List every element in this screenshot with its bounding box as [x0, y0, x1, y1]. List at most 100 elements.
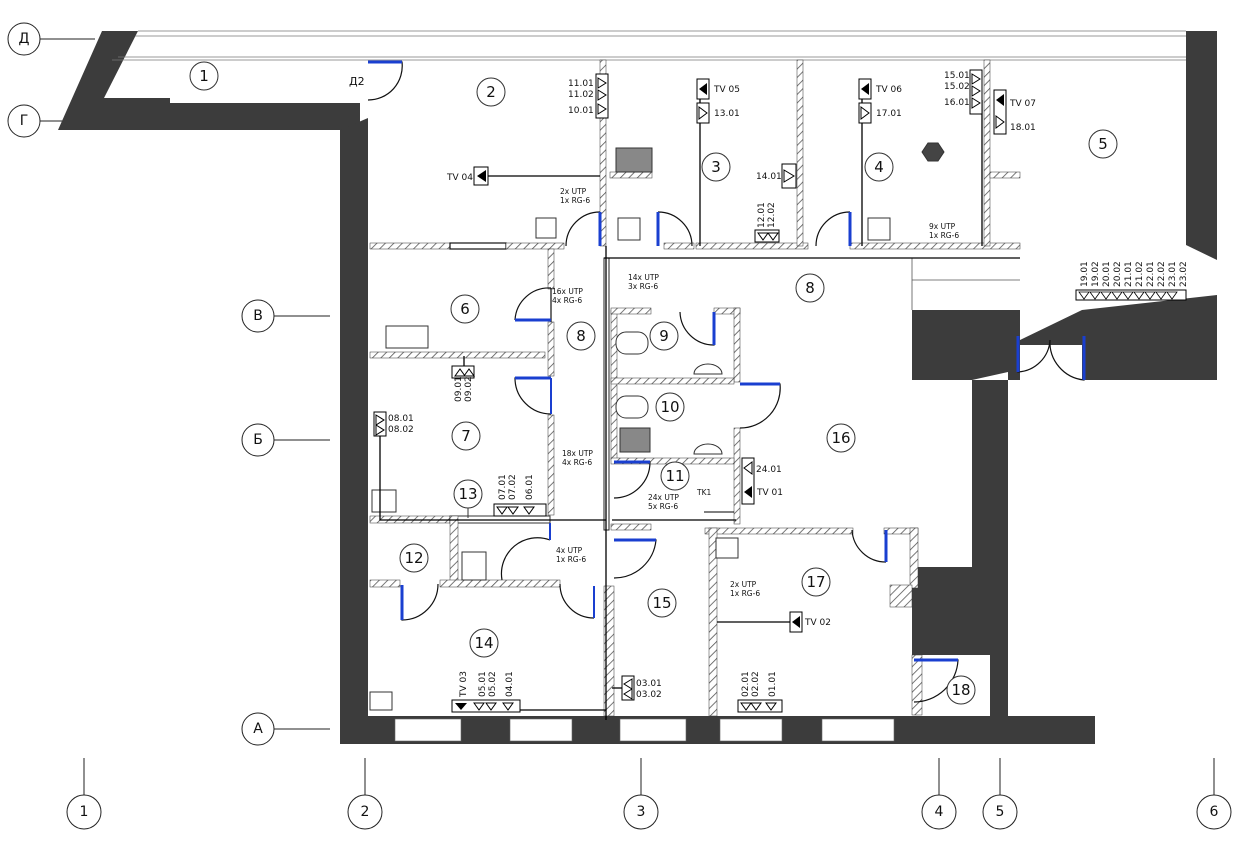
axis-label-col: 1	[80, 804, 89, 820]
utility-fixture	[615, 147, 653, 173]
outer-walls	[58, 31, 1217, 744]
port-label: 07.01	[498, 474, 508, 500]
rack-port: 19.02	[1091, 261, 1101, 287]
axis-label-row: Д	[19, 31, 30, 47]
axis-row-markers: Д Г В Б А	[7, 22, 275, 746]
cable-label: 4x UTP	[556, 546, 583, 555]
port-label: 12.01	[757, 202, 767, 228]
cable-label: 9x UTP	[929, 222, 956, 231]
room-number: 14	[474, 634, 493, 652]
port-label: 15.02	[944, 82, 970, 92]
room-number: 9	[659, 327, 669, 345]
room-number: 10	[660, 398, 679, 416]
port-label: 17.01	[876, 109, 902, 119]
cable-label: 16x UTP	[552, 287, 583, 296]
wc-sink	[693, 363, 723, 375]
room-number: 2	[486, 83, 496, 101]
room-markers: 1 2 3 4 5 6 7 8 8 9 10 11 12 13 14 15 16…	[189, 61, 1118, 705]
doors	[367, 60, 1086, 703]
top-window-band	[112, 30, 1186, 61]
room-number: 17	[806, 573, 825, 591]
cable-label: 1x RG-6	[556, 555, 586, 564]
double-sink	[385, 325, 429, 349]
wc-sink	[693, 443, 723, 455]
tv-label: TV 07	[1009, 99, 1036, 109]
tv-label: TV 02	[804, 618, 831, 628]
fixtures	[369, 142, 945, 711]
door-tag: Д2	[349, 75, 365, 88]
port-label: 15.01	[944, 71, 970, 81]
tv-label: TV 03	[459, 671, 469, 698]
cable-label: 2x UTP	[730, 580, 757, 589]
sink	[617, 217, 641, 241]
cable-label: 3x RG-6	[628, 282, 658, 291]
port-label: 12.02	[767, 202, 777, 228]
port-label: 14.01	[756, 172, 782, 182]
axis-label-col: 3	[637, 804, 646, 820]
room-number: 7	[461, 427, 471, 445]
room-number: 5	[1098, 135, 1108, 153]
sink	[867, 217, 891, 241]
axis-label-col: 4	[935, 804, 944, 820]
port-label: 16.01	[944, 98, 970, 108]
axis-label-row: В	[253, 308, 263, 324]
port-label: 11.02	[568, 90, 594, 100]
axis-label-col: 2	[361, 804, 370, 820]
axis-label-row: Г	[20, 113, 29, 129]
cable-label: 24x UTP	[648, 493, 679, 502]
room-number: 8	[805, 279, 815, 297]
rack-port: 20.02	[1113, 261, 1123, 287]
port-label: 03.02	[636, 690, 662, 700]
room-number: 18	[951, 681, 970, 699]
outlet-symbols	[373, 69, 1187, 713]
port-label: 07.02	[508, 474, 518, 500]
rack-port: 22.02	[1157, 261, 1167, 287]
rack-port: 20.01	[1102, 261, 1112, 287]
bottom-windows	[394, 718, 895, 742]
cable-label: 5x RG-6	[648, 502, 678, 511]
port-label: 13.01	[714, 109, 740, 119]
rack-port: 21.02	[1135, 261, 1145, 287]
cable-label: 18x UTP	[562, 449, 593, 458]
sink	[461, 551, 487, 581]
rack-port: 23.01	[1168, 261, 1178, 287]
tv-labels: TV 04 TV 05 TV 06 TV 07 TV 01 TV 02 TV 0…	[446, 85, 1036, 698]
rack-port: 21.01	[1124, 261, 1134, 287]
port-labels: 11.01 11.02 10.01 13.01 14.01 12.01 12.0…	[388, 71, 1036, 700]
axis-label-row: Б	[253, 432, 263, 448]
axis-label-col: 5	[996, 804, 1005, 820]
room-number: 16	[831, 429, 850, 447]
port-label: 05.02	[488, 671, 498, 697]
toilet	[615, 331, 649, 355]
tv-label: TV 05	[713, 85, 740, 95]
cable-label: 1x RG-6	[730, 589, 760, 598]
room-number: 12	[404, 549, 423, 567]
room-number: 4	[874, 158, 884, 176]
room-number: 8	[576, 327, 586, 345]
port-label: 09.01	[454, 376, 464, 402]
port-label: 01.01	[768, 671, 778, 697]
cable-label: 4x RG-6	[562, 458, 592, 467]
rack-port: 19.01	[1080, 261, 1090, 287]
column-fixture	[921, 142, 945, 162]
room-number: 13	[458, 485, 477, 503]
axis-grid	[39, 38, 1215, 795]
cable-labels: 2x UTP 1x RG-6 9x UTP 1x RG-6 14x UTP 3x…	[552, 187, 959, 598]
sink	[535, 217, 557, 239]
port-label: 06.01	[525, 474, 535, 500]
port-label: 08.01	[388, 414, 414, 424]
cable-label: 1x RG-6	[560, 196, 590, 205]
port-label: 10.01	[568, 106, 594, 116]
cable-label: 1x RG-6	[929, 231, 959, 240]
tv-label: TV 06	[875, 85, 902, 95]
port-label: 24.01	[756, 465, 782, 475]
cable-label: 4x RG-6	[552, 296, 582, 305]
port-label: 09.02	[464, 376, 474, 402]
axis-label-row: А	[253, 721, 263, 737]
cable-label: 14x UTP	[628, 273, 659, 282]
port-label: 08.02	[388, 425, 414, 435]
room-number: 1	[199, 67, 209, 85]
room-number: 3	[711, 158, 721, 176]
axis-label-col: 6	[1210, 804, 1219, 820]
